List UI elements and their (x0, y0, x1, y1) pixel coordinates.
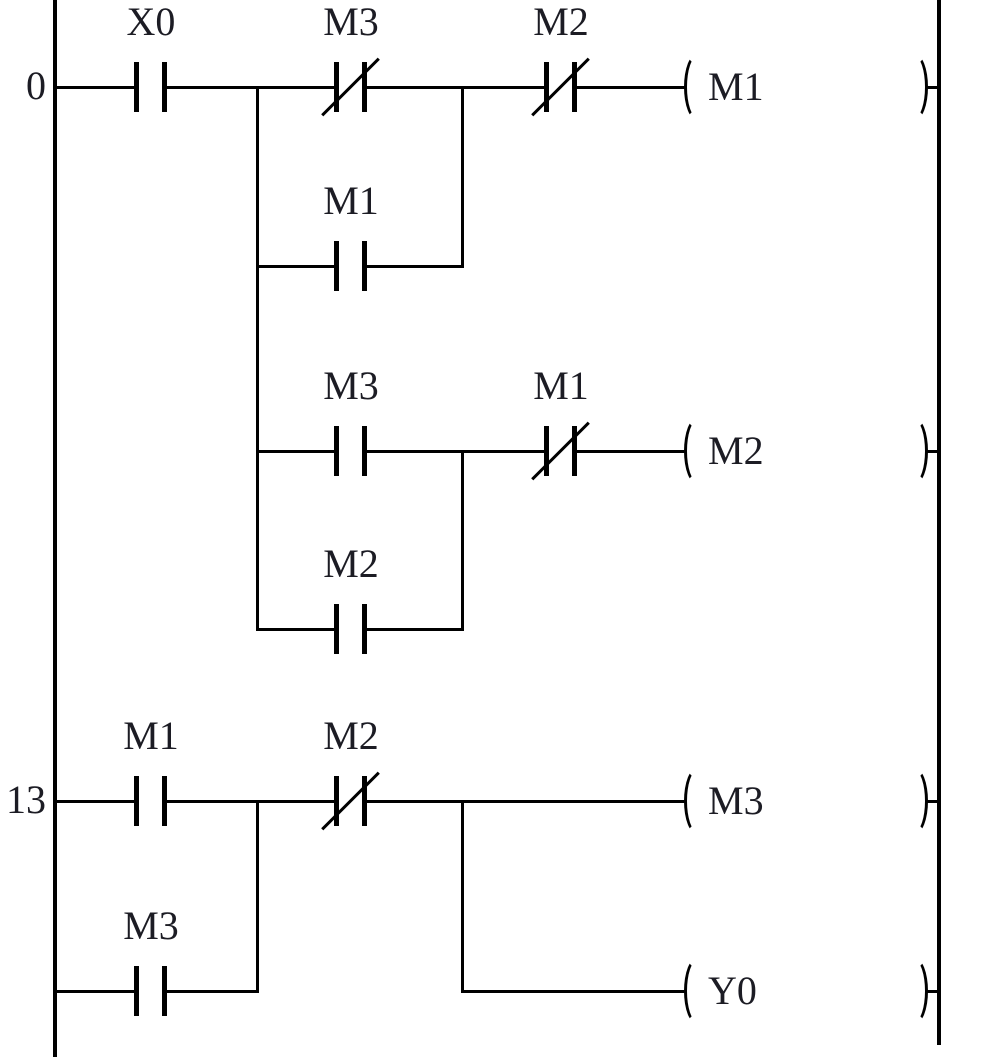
wire-h (367, 450, 544, 453)
contact-label: M2 (533, 0, 589, 44)
wire-h (926, 450, 941, 453)
wire-h (577, 450, 686, 453)
coil-arc-left (684, 418, 710, 484)
coil-m3: M3 (684, 768, 928, 834)
contact-bar (572, 62, 577, 112)
contact-bar (162, 776, 167, 826)
contact-bar (572, 426, 577, 476)
contact-bar (362, 604, 367, 654)
wire-h (926, 990, 941, 993)
contact-label: M1 (533, 363, 589, 408)
contact-nc-m2 (531, 57, 590, 117)
wire-h (167, 86, 334, 89)
wire-h (54, 990, 134, 993)
contact-bar (544, 426, 549, 476)
contact-bar (362, 62, 367, 112)
contact-no-x0 (134, 62, 167, 112)
contact-nc-m2 (321, 771, 380, 831)
wire-v (461, 86, 464, 268)
wire-h (367, 800, 686, 803)
wire-v (256, 800, 259, 993)
wire-h (461, 990, 686, 993)
coil-arc-right (902, 418, 928, 484)
wire-h (167, 990, 259, 993)
coil-arc-left (684, 54, 710, 120)
coil-m2: M2 (684, 418, 928, 484)
step-number-0: 0 (26, 63, 46, 108)
contact-bar (334, 62, 339, 112)
contact-no-m1 (334, 241, 367, 291)
wire-h (54, 86, 134, 89)
wire-h (256, 628, 334, 631)
coil-label: M1 (708, 64, 764, 109)
contact-nc-m1 (531, 421, 590, 481)
contact-label: M1 (123, 713, 179, 758)
step-number-13: 13 (6, 777, 46, 822)
wire-v (461, 800, 464, 993)
contact-label: M3 (123, 903, 179, 948)
wire-h (256, 265, 334, 268)
coil-label: M2 (708, 428, 764, 473)
wire-h (577, 86, 686, 89)
wire-h (926, 86, 941, 89)
contact-bar (162, 966, 167, 1016)
coil-arc-right (902, 54, 928, 120)
contact-bar (134, 966, 139, 1016)
contact-bar (334, 776, 339, 826)
contact-bar (544, 62, 549, 112)
wire-h (926, 800, 941, 803)
contact-no-m3 (334, 426, 367, 476)
contact-bar (334, 604, 339, 654)
coil-m1: M1 (684, 54, 928, 120)
wire-h (167, 800, 334, 803)
wire-h (367, 265, 464, 268)
contact-nc-m3 (321, 57, 380, 117)
coil-arc-left (684, 768, 710, 834)
contact-no-m1 (134, 776, 167, 826)
coil-arc-right (902, 958, 928, 1024)
coil-arc-left (684, 958, 710, 1024)
contact-label: X0 (126, 0, 176, 44)
wire-h (367, 86, 544, 89)
contact-no-m3 (134, 966, 167, 1016)
contact-no-m2 (334, 604, 367, 654)
coil-label: Y0 (708, 968, 757, 1013)
contact-label: M3 (323, 363, 379, 408)
coil-arc-right (902, 768, 928, 834)
contact-label: M2 (323, 713, 379, 758)
wire-h (256, 450, 334, 453)
contact-bar (334, 426, 339, 476)
contact-label: M3 (323, 0, 379, 44)
contact-bar (334, 241, 339, 291)
wire-h (367, 628, 464, 631)
contact-bar (362, 426, 367, 476)
contact-label: M1 (323, 178, 379, 223)
left-power-rail (53, 0, 57, 1057)
contact-label: M2 (323, 541, 379, 586)
contact-bar (134, 62, 139, 112)
contact-bar (362, 776, 367, 826)
contact-bar (134, 776, 139, 826)
contact-bar (362, 241, 367, 291)
coil-label: M3 (708, 778, 764, 823)
wire-v (256, 86, 259, 631)
right-power-rail (937, 0, 941, 1045)
contact-bar (162, 62, 167, 112)
wire-v (461, 450, 464, 631)
coil-y0: Y0 (684, 958, 928, 1024)
wire-h (54, 800, 134, 803)
